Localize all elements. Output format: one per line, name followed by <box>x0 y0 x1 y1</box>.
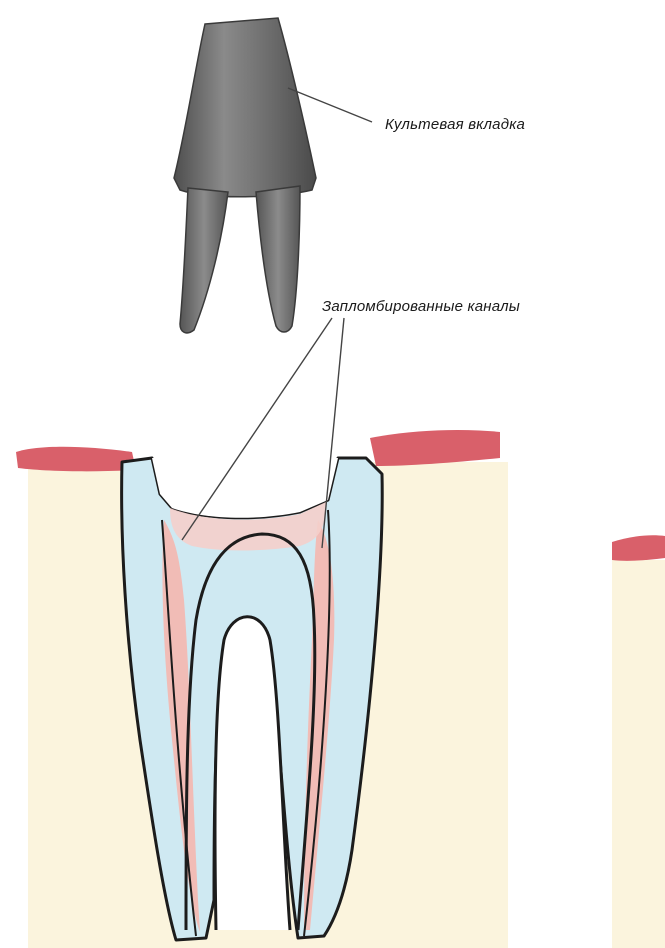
core-post-label: Культевая вкладка <box>385 116 525 133</box>
filled-canals-label: Запломбированные каналы <box>322 298 520 315</box>
core-post-inlay <box>174 18 316 333</box>
core-post-head <box>174 18 316 197</box>
bone-background-right <box>612 560 665 948</box>
gum-left <box>16 447 136 472</box>
core-post-leg-left <box>180 188 228 333</box>
gum-far-right <box>612 535 665 561</box>
gum-right <box>370 430 500 466</box>
core-post-leg-right <box>256 186 300 332</box>
